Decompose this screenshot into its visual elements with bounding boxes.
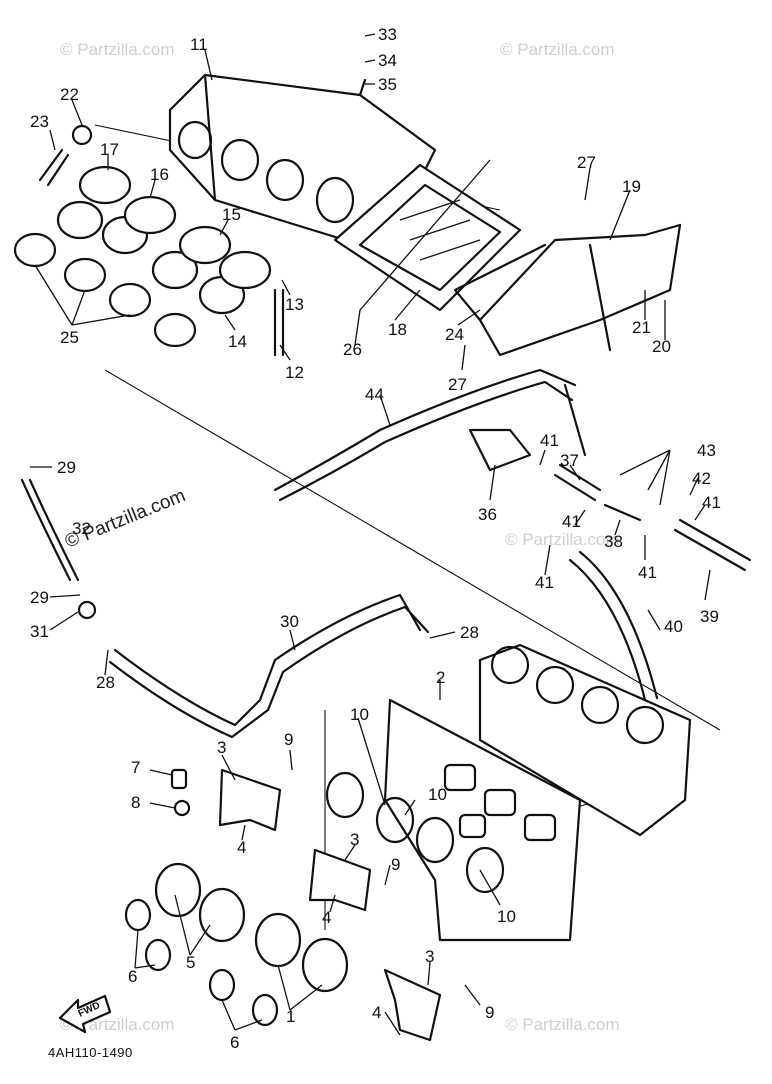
air-filter-case-lower xyxy=(453,223,682,357)
callout-10: 10 xyxy=(428,785,447,804)
callout-30: 30 xyxy=(280,612,299,631)
callout-41: 41 xyxy=(702,493,721,512)
solenoid-and-hoses xyxy=(468,428,752,702)
callout-13: 13 xyxy=(285,295,304,314)
callout-37: 37 xyxy=(560,451,579,470)
callout-4: 4 xyxy=(237,838,246,857)
callout-3: 3 xyxy=(350,830,359,849)
hose-clamps xyxy=(13,232,197,348)
callout-44: 44 xyxy=(365,385,384,404)
callout-14: 14 xyxy=(228,332,247,351)
callout-27: 27 xyxy=(577,153,596,172)
brackets xyxy=(170,768,442,1042)
callout-19: 19 xyxy=(622,177,641,196)
callout-4: 4 xyxy=(322,908,331,927)
callout-3: 3 xyxy=(425,947,434,966)
callout-2: 2 xyxy=(436,668,445,687)
callout-24: 24 xyxy=(445,325,464,344)
callout-1: 1 xyxy=(286,1007,295,1026)
callout-3: 3 xyxy=(217,738,226,757)
intake-manifolds xyxy=(154,862,349,993)
carburetor-joints xyxy=(56,165,272,315)
callout-8: 8 xyxy=(131,793,140,812)
callout-15: 15 xyxy=(222,205,241,224)
callout-17: 17 xyxy=(100,140,119,159)
callout-23: 23 xyxy=(30,112,49,131)
callout-41: 41 xyxy=(562,512,581,531)
callout-42: 42 xyxy=(692,469,711,488)
callout-32: 32 xyxy=(72,519,91,538)
watermark: © Partzilla.com xyxy=(500,40,615,59)
callout-12: 12 xyxy=(285,363,304,382)
leader-lines xyxy=(30,33,711,1036)
callout-5: 5 xyxy=(186,953,195,972)
callout-10: 10 xyxy=(497,907,516,926)
callout-22: 22 xyxy=(60,85,79,104)
callout-38: 38 xyxy=(604,532,623,551)
callout-39: 39 xyxy=(700,607,719,626)
o-rings xyxy=(124,898,279,1027)
callout-41: 41 xyxy=(535,573,554,592)
hose-32 xyxy=(20,478,97,620)
diagram-code: 4AH110-1490 xyxy=(48,1045,133,1060)
callout-6: 6 xyxy=(128,967,137,986)
callout-6: 6 xyxy=(230,1033,239,1052)
callout-31: 31 xyxy=(30,622,49,641)
callout-36: 36 xyxy=(478,505,497,524)
callout-41: 41 xyxy=(540,431,559,450)
callout-20: 20 xyxy=(652,337,671,356)
callout-labels: 11 22 23 17 16 15 25 14 13 12 33 34 35 2… xyxy=(30,25,721,1052)
callout-29: 29 xyxy=(30,588,49,607)
vacuum-hose xyxy=(108,593,430,739)
callout-33: 33 xyxy=(378,25,397,44)
callout-41: 41 xyxy=(638,563,657,582)
callout-4: 4 xyxy=(372,1003,381,1022)
carburetor-assembly xyxy=(478,643,692,837)
callout-40: 40 xyxy=(664,617,683,636)
callout-29: 29 xyxy=(57,458,76,477)
callout-28: 28 xyxy=(96,673,115,692)
callout-27: 27 xyxy=(448,375,467,394)
small-hoses xyxy=(38,124,285,357)
watermark: © Partzilla.com xyxy=(505,530,620,549)
air-filter-element xyxy=(333,163,522,312)
callout-18: 18 xyxy=(388,320,407,339)
callout-11: 11 xyxy=(190,35,208,54)
callout-34: 34 xyxy=(378,51,397,70)
callout-35: 35 xyxy=(378,75,397,94)
watermark: © Partzilla.com xyxy=(505,1015,620,1034)
fwd-arrow-icon: FWD xyxy=(58,994,112,1034)
callout-9: 9 xyxy=(485,1003,494,1022)
breather-hose xyxy=(273,368,587,502)
callout-10: 10 xyxy=(350,705,369,724)
callout-28: 28 xyxy=(460,623,479,642)
callout-7: 7 xyxy=(131,758,140,777)
callout-43: 43 xyxy=(697,441,716,460)
callout-25: 25 xyxy=(60,328,79,347)
callout-26: 26 xyxy=(343,340,362,359)
callout-21: 21 xyxy=(632,318,651,337)
watermark: © Partzilla.com xyxy=(60,40,175,59)
callout-9: 9 xyxy=(284,730,293,749)
manifold-clamps xyxy=(325,771,505,894)
intake-manifold-plate xyxy=(383,698,582,942)
callout-16: 16 xyxy=(150,165,169,184)
callout-9: 9 xyxy=(391,855,400,874)
